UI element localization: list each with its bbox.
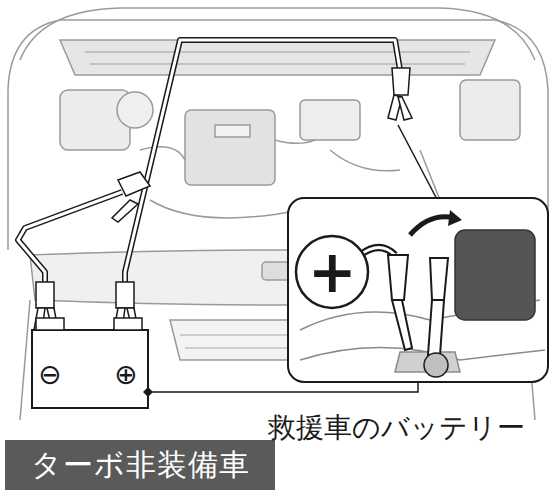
minus-terminal: ⊖ [38, 361, 61, 389]
part-name: 救援車のバッテリー [268, 414, 525, 442]
plus-terminal: ⊕ [114, 361, 137, 389]
plus-symbol: + [308, 243, 357, 301]
caption-band: ターボ非装備車 [5, 440, 275, 490]
band-text: ターボ非装備車 [31, 445, 250, 486]
